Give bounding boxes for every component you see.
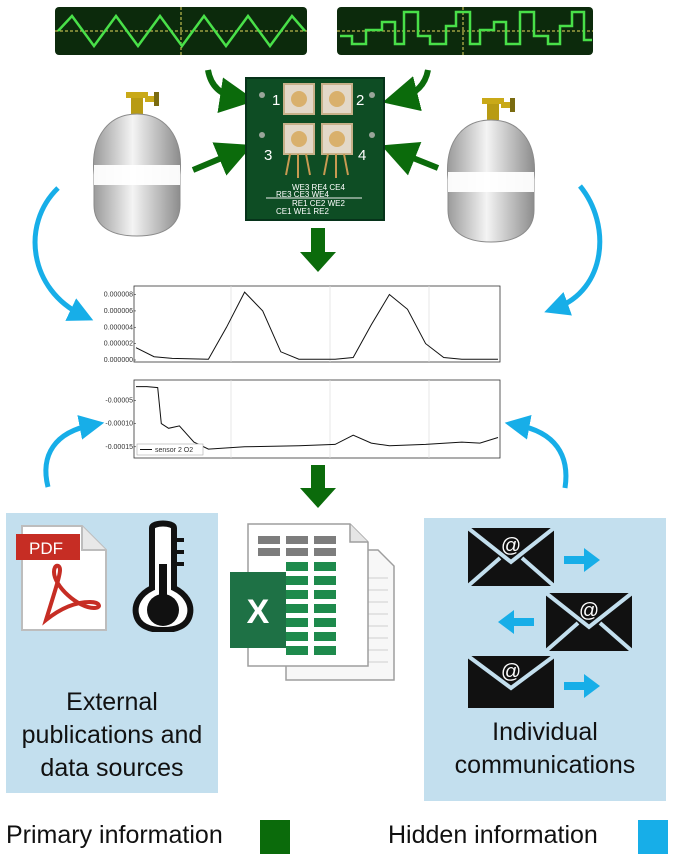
pdf-icon: PDF (16, 525, 107, 631)
email-icons: @ @ @ (466, 526, 634, 708)
arrow-cylinder-left-to-board (191, 142, 253, 176)
y-tick-label: -0.00010 (105, 421, 133, 428)
legend-hidden-label: Hidden information (388, 821, 598, 849)
arrow-board-to-chart (300, 228, 336, 272)
email-at-symbol: @ (501, 661, 521, 683)
arrow-hidden-left-bottom (43, 415, 105, 488)
arrow-chart-to-spreadsheet (300, 465, 336, 508)
email-envelope-icon: @ (544, 591, 634, 653)
y-tick-label: -0.00015 (105, 444, 133, 451)
chart-legend-box (136, 443, 204, 456)
pin-labels-mid2: RE1 CE2 WE2 (292, 199, 345, 208)
email-at-symbol: @ (579, 600, 599, 622)
arrow-right-icon (564, 674, 600, 698)
series-line-bottom (136, 386, 499, 450)
y-tick-label: 0.000008 (104, 292, 133, 299)
thermometer-icon (132, 520, 194, 632)
email-at-symbol: @ (501, 535, 521, 557)
y-tick-label: -0.00005 (105, 398, 133, 405)
legend-hidden-swatch (638, 820, 668, 854)
email-envelope-icon: @ (466, 526, 556, 588)
legend-primary-swatch (260, 820, 290, 854)
series-line-top (135, 291, 498, 360)
individual-communications-caption: Individual communications (454, 718, 636, 779)
arrow-hidden-left-top (32, 186, 94, 321)
legend-primary-label: Primary information (6, 821, 223, 849)
arrow-cylinder-right-to-board (381, 141, 440, 176)
arrow-hidden-right-bottom (504, 414, 569, 489)
arrow-left-icon (498, 610, 534, 634)
legend-entry-sensor: sensor 2 O2 (155, 447, 193, 454)
arrow-scope2-to-board (382, 69, 431, 112)
arrow-scope1-to-board (205, 69, 256, 114)
gas-cylinder-left-icon (93, 92, 181, 237)
sensor-number-4: 4 (358, 147, 366, 164)
pdf-label: PDF (29, 539, 63, 558)
oscilloscope-triangle-wave (55, 7, 307, 55)
y-tick-label: 0.000000 (104, 357, 133, 364)
gas-cylinder-right-icon (447, 98, 535, 243)
chart-top: 0.000008 0.000006 0.000004 0.000002 0.000000 (104, 285, 501, 364)
arrow-right-icon (564, 548, 600, 572)
sensor-number-1: 1 (272, 92, 280, 109)
sensor-board-image (245, 77, 385, 221)
pin-labels-mid1: RE3 CE3 WE4 (276, 190, 329, 199)
external-sources-caption: External publications and data sources (21, 688, 203, 782)
arrow-hidden-right-top (544, 184, 603, 316)
sensor-number-2: 2 (356, 92, 364, 109)
y-tick-label: 0.000006 (104, 308, 133, 315)
email-envelope-icon: @ (466, 654, 556, 708)
y-tick-label: 0.000002 (104, 341, 133, 348)
chart-bottom: -0.00005 -0.00010 -0.00015 sensor 2 O2 (105, 379, 501, 459)
pin-labels-top: WE3 RE4 CE4 (292, 183, 345, 192)
sensor-number-3: 3 (264, 147, 272, 164)
excel-spreadsheet-icon: X (230, 523, 395, 681)
excel-letter: X (247, 593, 270, 631)
y-tick-label: 0.000004 (104, 324, 133, 331)
pin-labels-bottom: CE1 WE1 RE2 (276, 207, 329, 216)
oscilloscope-square-wave (337, 7, 593, 55)
